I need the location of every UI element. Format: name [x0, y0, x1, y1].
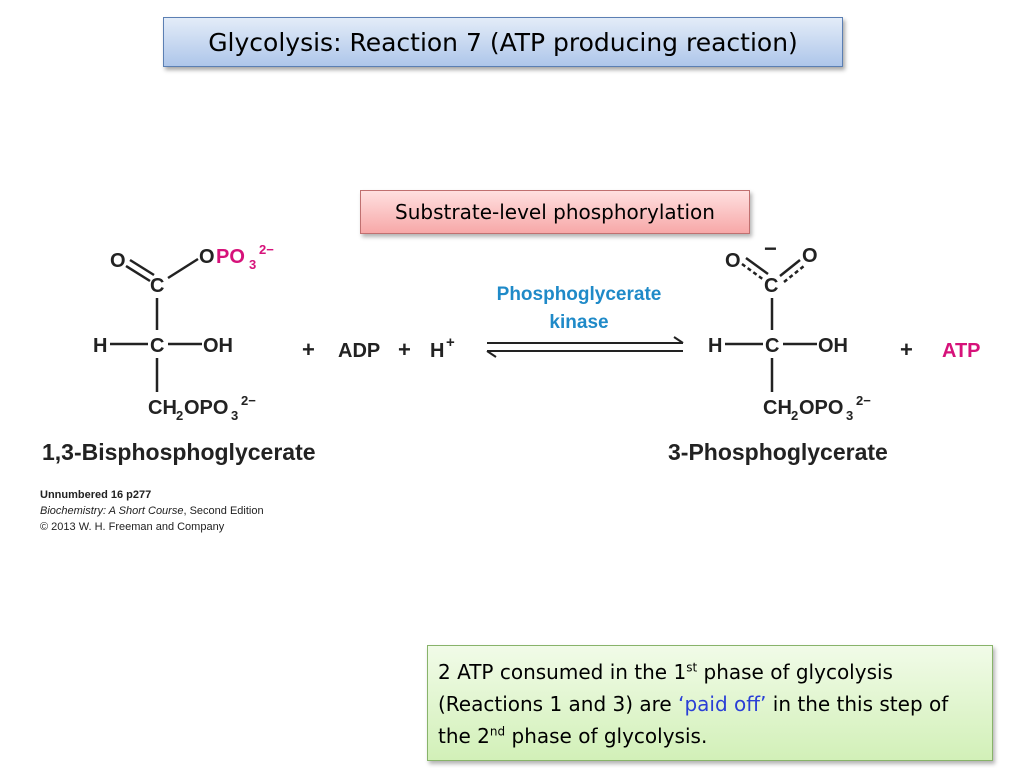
reactant-po: PO: [216, 246, 245, 268]
enzyme-name-line2: kinase: [549, 312, 608, 333]
reactant-bond-c1-o: [167, 257, 199, 280]
note-highlight: ‘paid off’: [678, 692, 767, 716]
product-bond-right: [779, 259, 801, 277]
product-minus: −: [764, 236, 777, 261]
reactant-double-bond-1: [125, 264, 151, 283]
caption-edition: , Second Edition: [183, 505, 264, 517]
note-sup-2: nd: [489, 724, 506, 739]
adp-label: ADP: [338, 340, 380, 362]
note-sup-1: st: [686, 660, 698, 675]
reactant-ch2: CH: [148, 397, 177, 419]
product-ch2: CH: [763, 397, 792, 419]
reactant-opo3-subscript: 3: [231, 408, 238, 423]
product-o-right: O: [802, 245, 818, 267]
reactant-double-bond-2: [129, 258, 155, 277]
caption-book-title: Biochemistry: A Short Course: [40, 505, 184, 517]
slide-title: Glycolysis: Reaction 7 (ATP producing re…: [163, 17, 843, 67]
equilibrium-arrows: [486, 336, 684, 358]
proton-charge: +: [446, 334, 455, 351]
product-h: H: [708, 335, 722, 357]
reactant-c1: C: [150, 275, 164, 297]
reactant-ch2-subscript: 2: [176, 408, 183, 423]
product-c2: C: [765, 335, 779, 357]
product-o-left: O: [725, 250, 741, 272]
plus-sign-2: +: [398, 337, 411, 362]
product-opo3-subscript: 3: [846, 408, 853, 423]
reactant-carbonyl-o: O: [110, 250, 126, 272]
note-text-2: phase of glycolysis (Reactions 1 and 3) …: [438, 660, 893, 716]
reactant-name: 1,3-Bisphosphoglycerate: [42, 439, 316, 465]
reactant-c2: C: [150, 335, 164, 357]
reaction-scheme: O C O PO 3 2− H C OH CH 2 OPO 3 2− 1,3-B…: [42, 236, 981, 465]
product-name: 3-Phosphoglycerate: [668, 439, 888, 465]
plus-sign-3: +: [900, 337, 913, 362]
product-partial-bond-right: [783, 265, 805, 283]
figure-caption: Unnumbered 16 p277 Biochemistry: A Short…: [40, 487, 264, 535]
substrate-level-phosphorylation-label: Substrate-level phosphorylation: [360, 190, 750, 234]
note-text-1: 2 ATP consumed in the 1: [438, 660, 687, 684]
reactant-po-charge: 2−: [259, 242, 274, 257]
reactant-structure: O C O PO 3 2− H C OH CH 2 OPO 3 2−: [93, 242, 274, 423]
note-text-4: phase of glycolysis.: [505, 724, 708, 748]
plus-sign-1: +: [302, 337, 315, 362]
atp-payoff-note: 2 ATP consumed in the 1st phase of glyco…: [427, 645, 993, 761]
proton-label: H: [430, 340, 444, 362]
atp-label: ATP: [942, 340, 981, 362]
product-ch2-subscript: 2: [791, 408, 798, 423]
enzyme-name-line1: Phosphoglycerate: [497, 284, 662, 305]
reactant-opo3-charge: 2−: [241, 393, 256, 408]
reactant-ester-o: O: [199, 246, 215, 268]
note-text-3: in the this step of the 2: [438, 692, 949, 748]
product-partial-bond-left: [741, 262, 765, 282]
reactant-opo3: OPO: [184, 397, 228, 419]
reactant-po-subscript: 3: [249, 257, 256, 272]
product-c1: C: [764, 275, 778, 297]
product-opo3-charge: 2−: [856, 393, 871, 408]
product-oh: OH: [818, 335, 848, 357]
caption-line-2: Biochemistry: A Short Course, Second Edi…: [40, 503, 264, 519]
product-bond-left: [745, 256, 769, 276]
caption-line-1: Unnumbered 16 p277: [40, 489, 152, 501]
caption-line-3: © 2013 W. H. Freeman and Company: [40, 521, 225, 533]
reactant-h: H: [93, 335, 107, 357]
product-opo3: OPO: [799, 397, 843, 419]
product-structure: O − O C H C OH CH 2 OPO 3 2−: [708, 236, 871, 423]
reactant-oh: OH: [203, 335, 233, 357]
